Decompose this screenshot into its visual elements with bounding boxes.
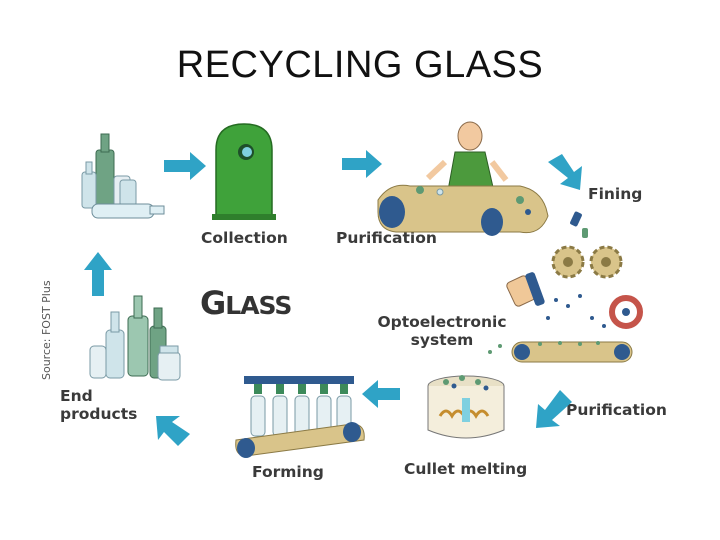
label-fining: Fining	[588, 185, 643, 203]
arrow-to-purification	[342, 150, 382, 178]
purification-conveyor	[377, 121, 549, 236]
end-products	[89, 295, 181, 381]
arrow-to-collection	[164, 152, 206, 180]
glass-heading: GLASS	[200, 284, 292, 322]
label-end-products-line2: products	[60, 404, 138, 423]
label-end-products: End products	[60, 387, 138, 424]
page-title: RECYCLING GLASS	[176, 44, 544, 86]
label-collection: Collection	[201, 229, 288, 247]
glass-heading-rest: LASS	[225, 291, 292, 320]
optoelectronic-sorter	[488, 272, 643, 363]
collection-bin	[212, 123, 276, 220]
cullet-melting-furnace	[427, 375, 505, 439]
collected-bottles	[81, 133, 165, 219]
fining-gears	[551, 211, 623, 279]
label-optoelectronic-line2: system	[410, 330, 474, 349]
arrow-from-purification-2	[536, 390, 572, 428]
glass-heading-initial: G	[200, 284, 226, 322]
arrow-to-fining	[548, 154, 582, 190]
label-purification-1: Purification	[336, 229, 437, 247]
label-optoelectronic-system: Optoelectronic system	[372, 313, 512, 350]
label-end-products-line1: End	[60, 387, 93, 405]
forming-machine	[235, 376, 365, 458]
label-purification-2: Purification	[566, 401, 667, 419]
label-forming: Forming	[252, 463, 324, 481]
flow-arrows	[84, 150, 582, 446]
label-cullet-melting: Cullet melting	[404, 460, 528, 478]
arrow-up-to-collected-bottles	[84, 252, 112, 296]
arrow-to-end-products	[156, 416, 190, 446]
arrow-to-forming	[362, 380, 400, 408]
label-optoelectronic-line1: Optoelectronic	[377, 313, 507, 331]
